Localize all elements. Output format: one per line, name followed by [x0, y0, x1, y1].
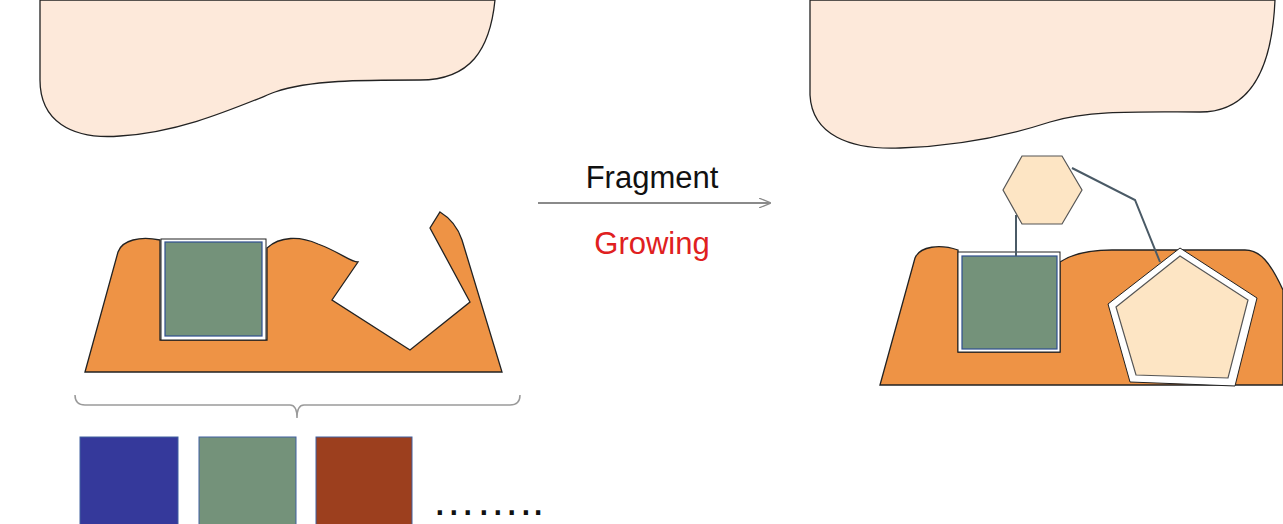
fragment-square — [962, 256, 1057, 349]
fragment-square — [165, 242, 262, 336]
ellipsis-label: …….. — [432, 478, 544, 522]
library-fragment — [199, 437, 296, 524]
protein-surface — [40, 0, 495, 137]
grown-hexagon — [1003, 156, 1082, 224]
linker-bond — [1015, 215, 1017, 256]
grown-pentagon — [1116, 256, 1248, 378]
binding-site — [880, 247, 1283, 385]
process-arrow — [538, 202, 770, 204]
library-fragment — [80, 437, 178, 524]
protein-surface — [810, 0, 1275, 148]
pocket-outline — [161, 239, 266, 340]
linker-bond — [1072, 168, 1160, 262]
bracket — [75, 395, 520, 418]
binding-site — [85, 212, 502, 372]
step-label: Growing — [594, 228, 709, 259]
library-fragment — [316, 437, 412, 524]
step-label: Fragment — [586, 162, 719, 193]
pocket-outline — [958, 252, 1060, 352]
pocket-outline — [1108, 248, 1257, 386]
